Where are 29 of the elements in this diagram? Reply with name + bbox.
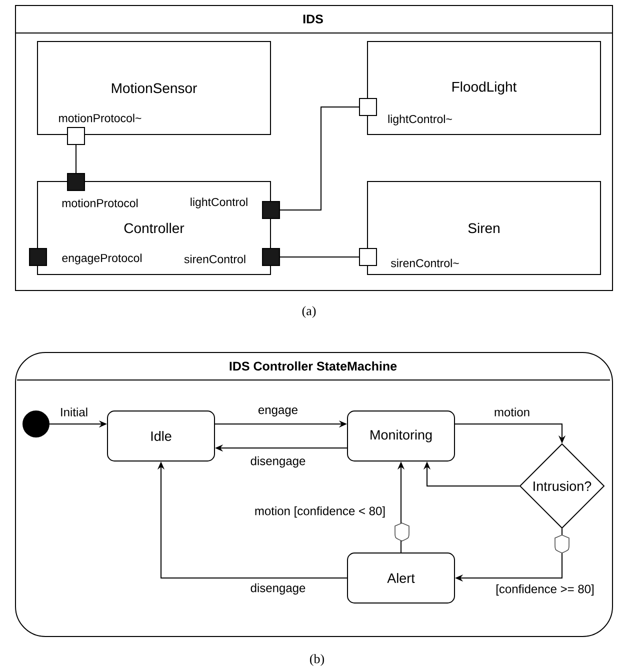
port-label: motionProtocol~ [59, 114, 142, 122]
port [67, 173, 85, 191]
state-box: Monitoring [347, 410, 455, 462]
edge-label: [confidence >= 80] [494, 583, 596, 597]
port-label: sirenControl [184, 254, 246, 264]
port [29, 248, 47, 266]
edge-label: disengage [249, 455, 307, 469]
caption: (b) [310, 654, 324, 666]
port [262, 201, 280, 219]
edge-label: motion [493, 406, 532, 418]
port [262, 248, 280, 266]
state-box: Idle [107, 410, 215, 462]
edge-label: motion [confidence < 80] [253, 505, 387, 519]
port-label: motionProtocol [62, 198, 138, 208]
port [359, 98, 377, 116]
port-label: lightControl~ [388, 114, 452, 126]
port-label: engageProtocol [62, 254, 142, 264]
connector [280, 256, 360, 258]
initial-state [22, 410, 50, 438]
caption: (a) [302, 306, 316, 318]
edge-label: Initial [59, 406, 89, 418]
state-box: Alert [347, 552, 455, 604]
edge-label: engage [256, 406, 300, 418]
port [67, 127, 85, 145]
edge-label: disengage [249, 582, 307, 596]
port [359, 248, 377, 266]
port-label: lightControl [190, 198, 248, 208]
port-label: sirenControl~ [390, 258, 459, 268]
connector [280, 106, 360, 210]
